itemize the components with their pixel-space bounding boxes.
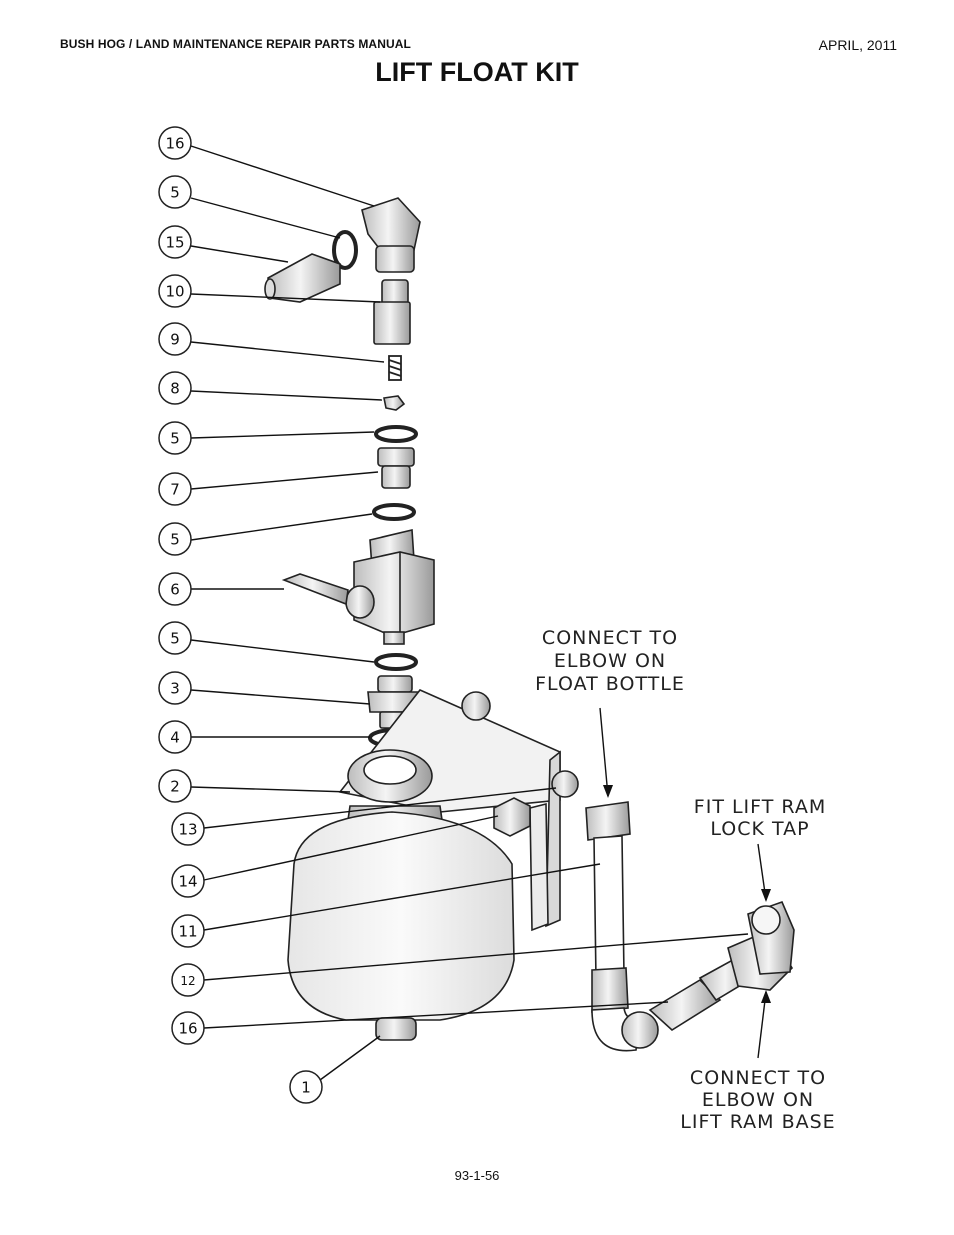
callout-balloon <box>158 126 192 160</box>
o-ring-part <box>374 653 418 671</box>
callout-balloon <box>158 522 192 556</box>
callout-number: 6 <box>170 581 180 599</box>
callout-number: 10 <box>165 283 184 301</box>
callout-balloon <box>158 371 192 405</box>
callout-balloons <box>158 126 323 1104</box>
callout-balloon <box>158 421 192 455</box>
o-ring-part <box>372 503 416 521</box>
callout-number: 9 <box>170 331 180 349</box>
note-line: FIT LIFT RAM <box>694 796 826 818</box>
note-line: FLOAT BOTTLE <box>535 673 685 695</box>
callout-number: 13 <box>178 821 197 839</box>
callout-balloon <box>158 225 192 259</box>
callout-number: 5 <box>170 184 180 202</box>
callout-number: 8 <box>170 380 180 398</box>
note-line: LOCK TAP <box>710 818 809 840</box>
note-lift-ram-base: CONNECT TO ELBOW ON LIFT RAM BASE <box>680 1067 835 1133</box>
callout-number: 15 <box>165 234 184 252</box>
float-bottle-part <box>287 805 515 1041</box>
page-number: 93-1-56 <box>454 1168 500 1183</box>
callout-balloon <box>158 769 192 803</box>
callout-number: 16 <box>178 1020 197 1038</box>
callout-balloon <box>158 720 192 754</box>
callout-balloon <box>171 963 205 997</box>
callout-number: 3 <box>170 680 180 698</box>
bracket-part <box>338 689 561 932</box>
page-title: LIFT FLOAT KIT <box>375 57 579 87</box>
callout-number: 11 <box>178 923 197 941</box>
note-lift-ram-lock-tap: FIT LIFT RAM LOCK TAP <box>694 796 826 840</box>
callout-balloon <box>158 322 192 356</box>
callout-balloon <box>171 812 205 846</box>
callout-balloon <box>158 175 192 209</box>
callout-number: 4 <box>170 729 180 747</box>
callout-number: 2 <box>170 778 180 796</box>
callout-number: 7 <box>170 481 180 499</box>
note-line: ELBOW ON <box>554 650 666 672</box>
callout-numbers: 16 5 15 10 9 8 5 7 5 6 5 3 4 2 13 14 11 … <box>165 135 310 1097</box>
callout-number: 5 <box>170 430 180 448</box>
note-float-bottle: CONNECT TO ELBOW ON FLOAT BOTTLE <box>535 627 685 695</box>
shutoff-valve-part <box>281 529 435 645</box>
adapter-part <box>264 253 341 303</box>
valve-body-part <box>373 279 411 345</box>
callout-balloon <box>171 1011 205 1045</box>
leader-arrowheads <box>603 785 771 1003</box>
poppet-part <box>383 395 406 411</box>
o-ring-part <box>374 425 418 443</box>
bracket-nuts <box>461 691 579 837</box>
hydraulic-hose-part <box>585 801 659 1052</box>
callout-balloon <box>158 572 192 606</box>
part-illustrations <box>264 197 795 1052</box>
note-line: LIFT RAM BASE <box>680 1111 835 1133</box>
note-line: ELBOW ON <box>702 1089 814 1111</box>
callout-number: 12 <box>180 974 195 988</box>
lift-ram-fittings <box>648 900 795 1031</box>
spring-part <box>388 355 402 381</box>
callout-number: 14 <box>178 873 197 891</box>
callout-balloon <box>158 671 192 705</box>
note-line: CONNECT TO <box>690 1067 826 1089</box>
o-ring-part <box>332 230 358 270</box>
callout-number: 16 <box>165 135 184 153</box>
top-elbow-part <box>361 197 421 273</box>
callout-number: 5 <box>170 531 180 549</box>
callout-balloon <box>158 621 192 655</box>
callout-number: 5 <box>170 630 180 648</box>
manual-name: BUSH HOG / LAND MAINTENANCE REPAIR PARTS… <box>60 37 411 51</box>
callout-balloon <box>289 1070 323 1104</box>
note-line: CONNECT TO <box>542 627 678 649</box>
callout-number: 1 <box>301 1079 311 1097</box>
callout-balloon <box>158 472 192 506</box>
callout-balloon <box>158 274 192 308</box>
callout-balloon <box>171 864 205 898</box>
publication-date: APRIL, 2011 <box>818 37 897 53</box>
callout-balloon <box>171 914 205 948</box>
nipple-part <box>377 447 415 489</box>
